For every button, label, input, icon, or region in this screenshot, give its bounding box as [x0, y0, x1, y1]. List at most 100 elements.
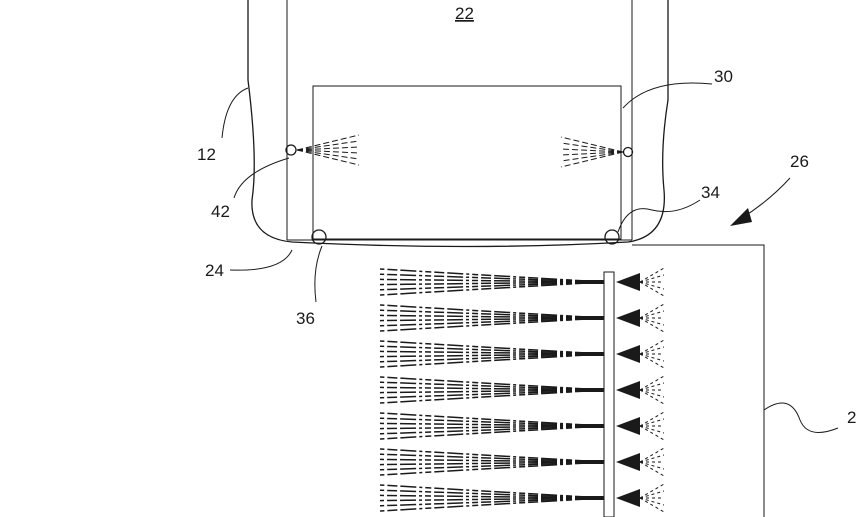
- ref-label-12: 12: [197, 145, 216, 164]
- leader-12: [221, 87, 249, 139]
- arrow-26-shaft: [741, 177, 791, 219]
- spray-row-ray: [379, 425, 605, 430]
- ref-label-34: 34: [701, 183, 720, 202]
- ref-label-36: 36: [296, 309, 315, 328]
- manifold-nozzle-ray: [639, 274, 665, 283]
- left-cone-ray: [296, 149, 360, 160]
- manifold-nozzle-ray: [639, 497, 665, 513]
- right-cone-ray: [560, 136, 624, 153]
- spray-row-tip: [578, 460, 604, 464]
- manifold-nozzle-ray: [639, 281, 665, 297]
- leader-edge: [763, 402, 839, 433]
- spray-row-ray: [379, 381, 605, 391]
- spray-row-ray: [379, 422, 605, 427]
- spray-row-ray: [379, 304, 605, 319]
- spray-row-ray: [379, 461, 605, 476]
- spray-row-ray: [379, 448, 605, 463]
- spray-row: [379, 375, 665, 405]
- left-cone-ray: [296, 149, 360, 166]
- spray-row-ray: [379, 281, 605, 291]
- spray-row: [379, 447, 665, 477]
- right-cone-ray: [560, 142, 624, 153]
- manifold-nozzle-ray: [639, 375, 665, 391]
- arrow-26-head: [730, 208, 752, 226]
- spray-row: [379, 267, 665, 297]
- cargo-compartment: [312, 85, 622, 240]
- manifold-nozzle-ray: [639, 346, 665, 355]
- spray-row-ray: [379, 461, 605, 466]
- spray-row-ray: [379, 317, 605, 332]
- spray-row-tip: [578, 496, 604, 500]
- spray-row-ray: [379, 317, 605, 322]
- ref-label-26: 26: [790, 152, 809, 171]
- spray-row-ray: [379, 317, 605, 327]
- manifold-nozzle-ray: [639, 382, 665, 391]
- manifold-nozzle-ray: [639, 447, 665, 463]
- left-cone-ray: [296, 134, 360, 151]
- manifold-nozzle-ray: [639, 418, 665, 427]
- spray-row-ray: [379, 353, 605, 363]
- manifold-nozzle-ray: [639, 303, 665, 319]
- right-cone-ray: [560, 151, 624, 162]
- manifold-nozzle: [616, 345, 640, 363]
- spray-row-tip: [578, 352, 604, 356]
- manifold-nozzle-ray: [639, 267, 665, 283]
- spray-row-ray: [379, 389, 605, 394]
- spray-row-ray: [379, 458, 605, 463]
- left-cone-ray: [296, 146, 360, 151]
- leader-24: [229, 249, 293, 271]
- spray-row-ray: [379, 484, 605, 499]
- spray-row-ray: [379, 281, 605, 296]
- ref-label-30: 30: [714, 67, 733, 86]
- manifold-nozzle-ray: [639, 497, 665, 506]
- left-cone-ray: [296, 140, 360, 151]
- right-cone-ray: [560, 148, 624, 153]
- spray-row-ray: [379, 281, 605, 286]
- right-side-nozzle: [622, 146, 634, 158]
- spray-row-tip: [578, 388, 604, 392]
- ref-label-42: 42: [211, 202, 230, 221]
- spray-row: [379, 411, 665, 441]
- spray-row: [379, 483, 665, 513]
- manifold-nozzle-ray: [639, 317, 665, 333]
- right-cone-ray: [560, 151, 624, 168]
- manifold-nozzle-ray: [639, 483, 665, 499]
- left-side-nozzle: [285, 144, 297, 156]
- manifold-nozzle-ray: [639, 411, 665, 427]
- spray-row-ray: [379, 412, 605, 427]
- vehicle-body-outline: [247, 0, 669, 248]
- manifold-nozzle: [616, 489, 640, 507]
- wash-station-frame: [632, 244, 765, 517]
- manifold-nozzle-ray: [639, 461, 665, 477]
- spray-row-ray: [379, 453, 605, 463]
- manifold-nozzle: [616, 417, 640, 435]
- spray-row-ray: [379, 425, 605, 435]
- spray-row-ray: [379, 417, 605, 427]
- manifold-nozzle-ray: [639, 461, 665, 470]
- ref-label-edge: 2: [847, 408, 856, 427]
- spray-row-tip: [578, 316, 604, 320]
- leader-30: [622, 82, 713, 109]
- ref-label-24: 24: [205, 261, 224, 280]
- left-spray-cone: [296, 134, 360, 166]
- manifold-nozzle: [616, 309, 640, 327]
- spray-row-ray: [379, 353, 605, 368]
- spray-row-ray: [379, 497, 605, 512]
- spray-row-ray: [379, 389, 605, 404]
- spray-row: [379, 339, 665, 369]
- spray-row-ray: [379, 489, 605, 499]
- spray-row-ray: [379, 278, 605, 283]
- spray-array: [379, 267, 665, 513]
- right-cone-ray: [560, 151, 624, 156]
- manifold-nozzle-ray: [639, 353, 665, 369]
- spray-row-tip: [578, 280, 604, 284]
- manifold-nozzle: [616, 273, 640, 291]
- spray-row-ray: [379, 314, 605, 319]
- manifold-nozzle: [616, 453, 640, 471]
- spray-row-ray: [379, 376, 605, 391]
- spray-row-ray: [379, 345, 605, 355]
- manifold-nozzle-ray: [639, 389, 665, 398]
- floor-nozzle-right: [604, 229, 620, 245]
- spray-row: [379, 303, 665, 333]
- spray-row-ray: [379, 461, 605, 471]
